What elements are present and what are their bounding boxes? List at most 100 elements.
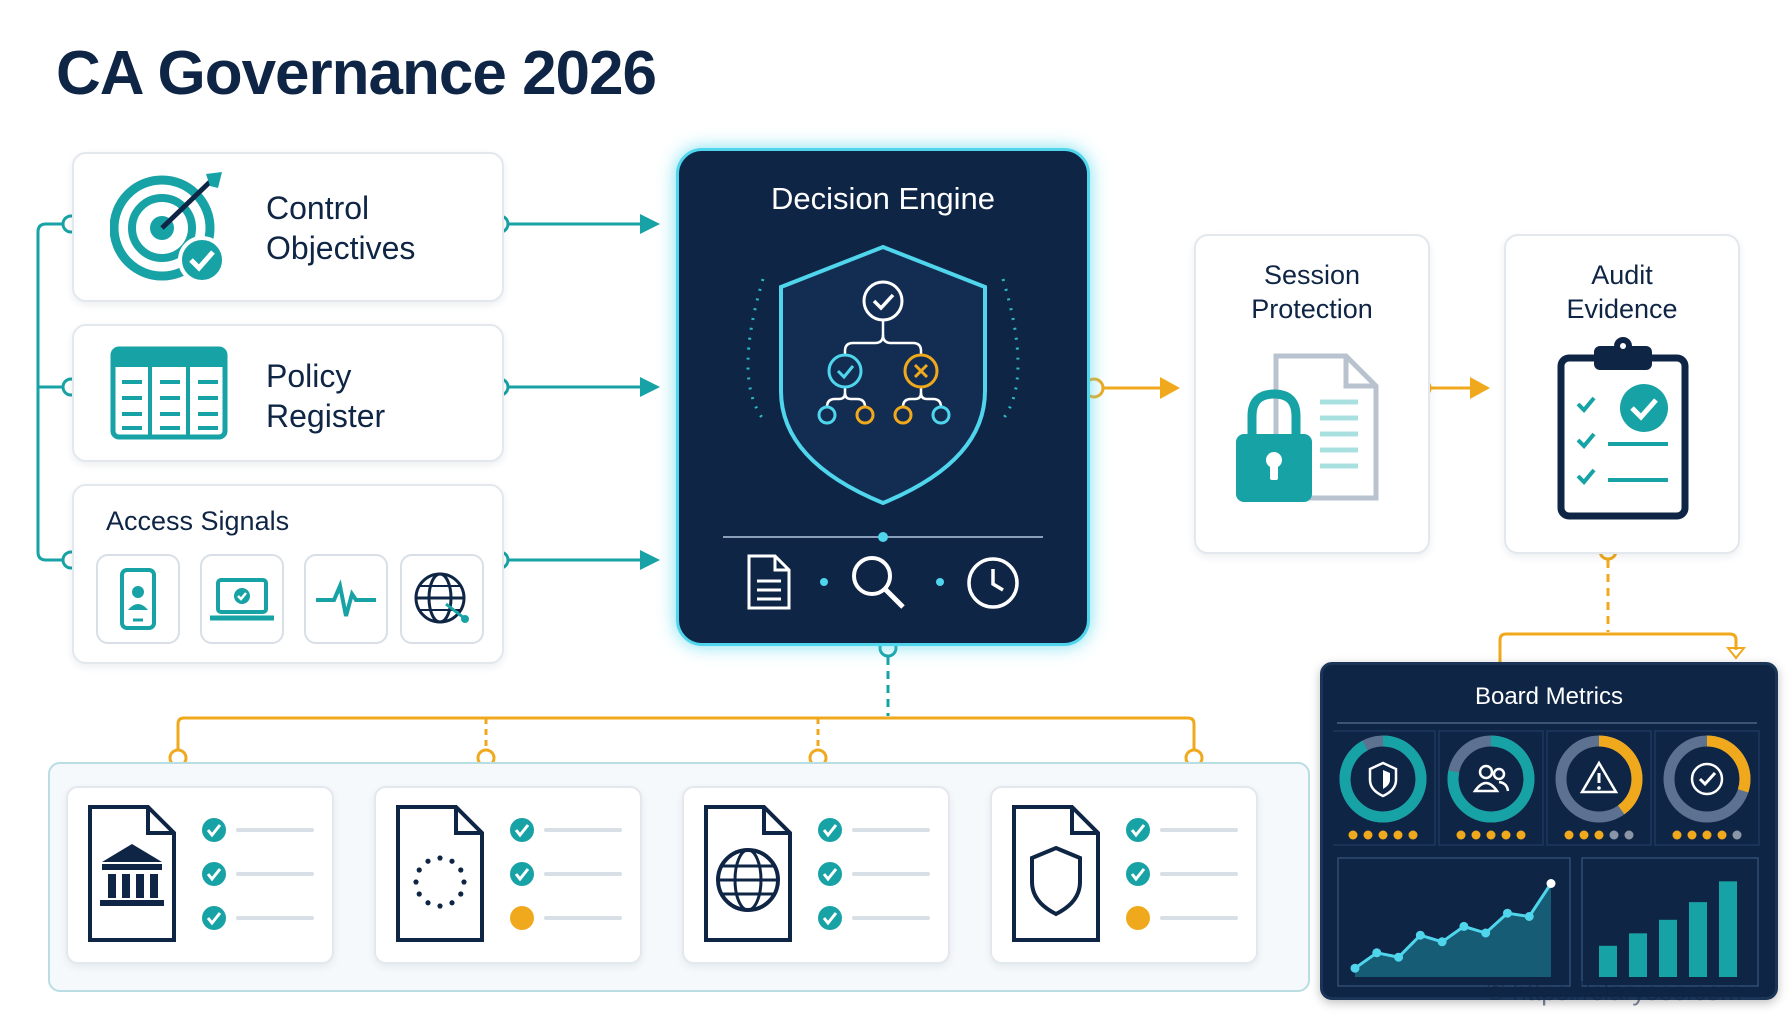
shield-document-icon: [1012, 805, 1100, 942]
eu-star: [437, 903, 443, 909]
eu-star: [416, 867, 422, 873]
globe-document-icon: [704, 805, 792, 942]
rating-dot: [1501, 830, 1511, 840]
line-point: [1524, 912, 1534, 921]
eu-star: [449, 900, 455, 906]
rating-dot: [1594, 830, 1604, 840]
regulation-status-list: [202, 818, 314, 930]
decision-tree-shield-icon: [746, 244, 1020, 506]
eu-star: [425, 900, 431, 906]
bar-chart-frame: [1581, 857, 1759, 987]
check-circle-icon: [818, 818, 842, 842]
policy-register-card[interactable]: Policy Register: [72, 324, 504, 462]
session-protection-card[interactable]: Session Protection: [1194, 234, 1430, 554]
line-point: [1350, 963, 1360, 973]
rating-dot: [1624, 830, 1634, 840]
line-point: [1415, 930, 1425, 940]
decision-engine-title: Decision Engine: [770, 181, 996, 216]
document-icon: [747, 554, 791, 610]
globe-network-icon: [414, 572, 469, 624]
regulation-status-list: [818, 818, 930, 930]
access-signals-label: Access Signals: [106, 506, 290, 536]
line-point: [1546, 879, 1556, 888]
separator-dot: [820, 578, 828, 586]
target-check-icon: [110, 172, 226, 284]
bar: [1659, 919, 1677, 977]
regulation-card-globe[interactable]: [682, 786, 950, 964]
line-chart-frame: [1337, 857, 1571, 987]
gauge-fill: [1339, 735, 1427, 823]
audit-evidence-label: Audit Evidence: [1566, 260, 1678, 324]
gauge-cell: [1438, 730, 1544, 846]
check-circle-icon: [818, 862, 842, 886]
rating-dot: [1348, 830, 1358, 840]
check-icon: [1690, 762, 1724, 796]
activity-signal[interactable]: [304, 554, 388, 644]
bar: [1629, 933, 1647, 977]
rating-dot: [1363, 830, 1373, 840]
line-point: [1502, 908, 1512, 918]
rating-dot: [1393, 830, 1403, 840]
line-point: [1372, 948, 1382, 958]
check-circle-icon: [818, 906, 842, 930]
eu-star: [461, 879, 467, 885]
board-metrics-panel[interactable]: Board Metrics: [1320, 662, 1778, 1000]
laptop-signal[interactable]: [200, 554, 284, 644]
regulation-card-bank[interactable]: [66, 786, 334, 964]
line-point: [1459, 921, 1469, 931]
rating-dot: [1672, 830, 1682, 840]
regulation-card-shield[interactable]: [990, 786, 1258, 964]
regulation-status-list: [1126, 818, 1238, 930]
eu-star: [413, 879, 419, 885]
rating-dot: [1564, 830, 1574, 840]
search-icon: [852, 556, 905, 609]
board-metrics-title: Board Metrics: [1474, 683, 1624, 710]
shield-icon: [1368, 761, 1398, 798]
eu-star: [458, 891, 464, 897]
decision-engine-panel[interactable]: Decision Engine: [676, 148, 1090, 646]
trend-bar-chart: [1581, 857, 1759, 987]
control-objectives-card[interactable]: Control Objectives: [72, 152, 504, 302]
line-point: [1437, 937, 1447, 947]
bar: [1599, 945, 1617, 977]
clock-icon: [967, 557, 1019, 609]
mobile-signal[interactable]: [96, 554, 180, 644]
eu-star: [449, 858, 455, 864]
rating-dot: [1579, 830, 1589, 840]
audit-evidence-card[interactable]: Audit Evidence: [1504, 234, 1740, 554]
bar: [1719, 881, 1737, 977]
rating-dot: [1408, 830, 1418, 840]
check-circle-icon: [202, 818, 226, 842]
board-metrics-underline: [1337, 722, 1757, 724]
gauge-cell: [1546, 730, 1652, 846]
engine-divider: [723, 532, 1043, 542]
line-point: [1481, 928, 1491, 938]
rating-dot: [1516, 830, 1526, 840]
rating-dot: [1456, 830, 1466, 840]
mobile-user-icon: [120, 568, 156, 630]
eu-document-icon: [396, 805, 484, 942]
policy-register-label: Policy Register: [266, 358, 386, 434]
rating-dot: [1609, 830, 1619, 840]
bank-document-icon: [88, 805, 176, 942]
gauge-cell: [1654, 730, 1760, 846]
line-area: [1355, 883, 1551, 977]
bar: [1689, 902, 1707, 977]
pulse-icon: [316, 579, 376, 617]
check-circle-icon: [202, 906, 226, 930]
network-signal[interactable]: [400, 554, 484, 644]
rating-dot: [1378, 830, 1388, 840]
check-circle-icon: [1126, 862, 1150, 886]
session-protection-label: Session Protection: [1251, 260, 1373, 324]
trend-line-chart: [1337, 857, 1571, 987]
rating-dot: [1732, 830, 1742, 840]
regulation-card-eu[interactable]: [374, 786, 642, 964]
rating-dot: [1717, 830, 1727, 840]
users-icon: [1472, 764, 1510, 793]
trend-line: [1354, 882, 1553, 970]
access-signals-card[interactable]: Access Signals: [72, 484, 504, 664]
eu-star: [425, 858, 431, 864]
check-circle-icon: [202, 862, 226, 886]
gauge-center: [1677, 749, 1737, 809]
rating-dot: [1486, 830, 1496, 840]
